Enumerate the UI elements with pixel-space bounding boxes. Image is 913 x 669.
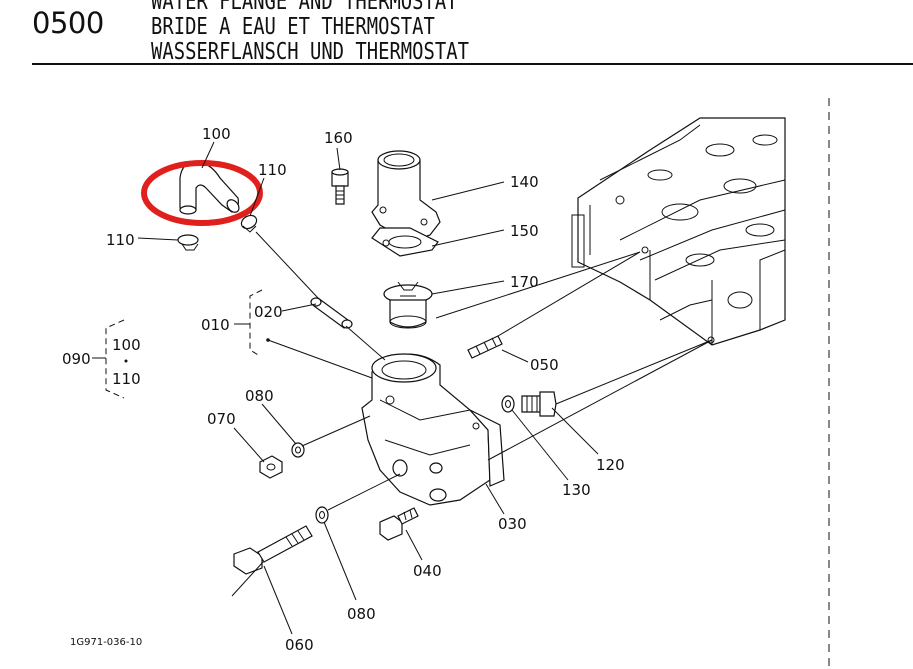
callout-090: 090 [62,350,91,368]
part-160-bolt [331,168,349,205]
callout-140: 140 [510,173,539,191]
callout-020: 020 [254,303,283,321]
callout-160: 160 [324,129,353,147]
part-130-washer [501,395,515,413]
callout-120: 120 [596,456,625,474]
part-080-washer-top [291,442,305,458]
part-060-long-bolt [233,525,313,575]
part-110-clamp-left [177,234,199,251]
callout-010: 010 [201,316,230,334]
highlight-circle [141,160,263,226]
group-bracket-010 [234,289,373,379]
callout-050: 050 [530,356,559,374]
callout-060: 060 [285,636,314,654]
part-150-gasket [371,227,439,257]
callout-110-group: 110 [112,370,141,388]
callout-labels: 100 110 110 160 140 150 170 010 020 090 … [62,125,625,654]
callout-070: 070 [207,410,236,428]
title-german: WASSERFLANSCH UND THERMOSTAT [151,39,469,65]
callout-130: 130 [562,481,591,499]
callout-100: 100 [202,125,231,143]
cylinder-head [571,117,786,346]
part-110-clamp-right [240,214,258,233]
callout-100-group: 100 [112,336,141,354]
part-040-bolt [379,507,419,541]
part-080-washer-bottom [315,506,329,524]
callout-040: 040 [413,562,442,580]
callout-080: 080 [347,605,376,623]
callout-030: 030 [498,515,527,533]
section-code: 0500 [32,6,104,40]
figure-id: 1G971-036-10 [70,637,142,648]
header-divider [32,63,913,65]
callout-110: 110 [258,161,287,179]
assembly-lines [231,231,713,597]
part-020-pipe [310,297,353,329]
title-french: BRIDE A EAU ET THERMOSTAT [151,14,435,40]
section-titles: WATER FLANGE AND THERMOSTAT BRIDE A EAU … [151,0,469,65]
part-070-nut [259,455,283,479]
callout-110: 110 [106,231,135,249]
part-140-outlet-neck [371,150,441,243]
part-170-thermostat [383,281,433,329]
part-030-water-flange [361,353,505,506]
part-120-plug-bolt [521,391,557,417]
callout-leaders [137,141,599,635]
page-header: 0500 WATER FLANGE AND THERMOSTAT BRIDE A… [0,0,913,66]
callout-150: 150 [510,222,539,240]
callout-170: 170 [510,273,539,291]
group-bracket-090 [92,319,128,399]
title-english: WATER FLANGE AND THERMOSTAT [151,0,458,15]
callout-080: 080 [245,387,274,405]
part-050-stud [467,335,503,359]
